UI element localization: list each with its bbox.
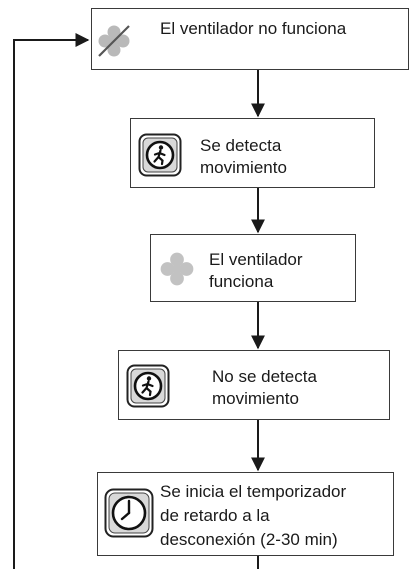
fan-off-icon [98, 25, 130, 57]
step-motion-detected-line2: movimiento [200, 158, 287, 177]
fan-icon [160, 252, 194, 286]
step-fan-off [91, 8, 409, 70]
step-timer-start-line1: Se inicia el temporizador [160, 482, 347, 501]
step-no-motion-line1: No se detecta [212, 367, 317, 386]
step-timer-start-line2: de retardo a la [160, 506, 270, 525]
timer-clock-icon [104, 488, 154, 538]
loop-back-arrow [13, 33, 90, 569]
step-motion-detected-line1: Se detecta [200, 136, 282, 155]
step-no-motion-line2: movimiento [212, 389, 299, 408]
step-fan-running-line2: funciona [209, 272, 274, 291]
motion-sensor-icon [126, 364, 170, 408]
step-fan-off-label: El ventilador no funciona [160, 19, 347, 38]
motion-sensor-icon [138, 133, 182, 177]
step-fan-running-line1: El ventilador [209, 250, 303, 269]
step-timer-start-line3: desconexión (2-30 min) [160, 530, 338, 549]
